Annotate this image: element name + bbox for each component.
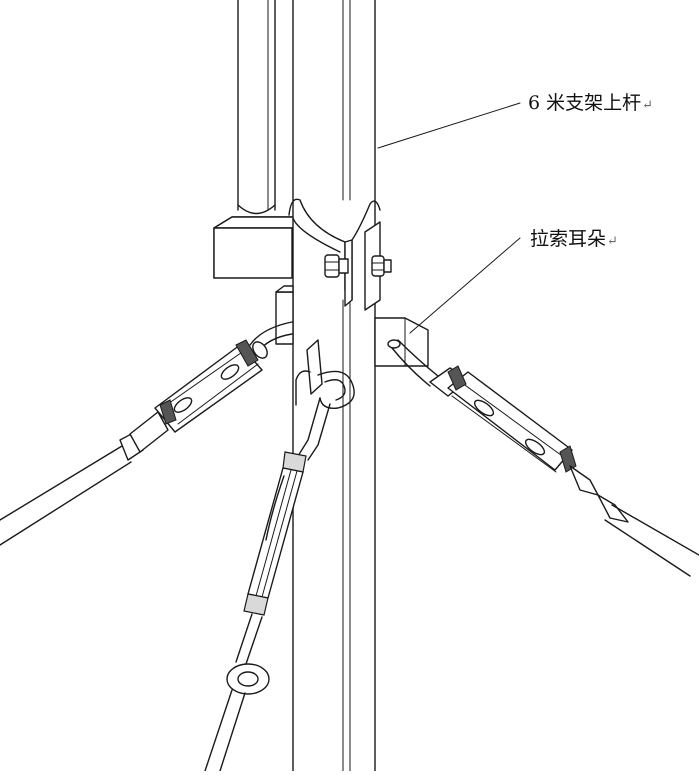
left-guy-assembly: [0, 321, 293, 546]
guy-ear-plate: [275, 285, 429, 367]
right-guy-assembly: [391, 339, 699, 577]
side-pipe: [237, 0, 276, 215]
return-mark-icon: ↵: [607, 234, 618, 249]
front-guy-assembly: [204, 451, 307, 772]
main-pole: [292, 0, 376, 772]
front-tab-and-hook: [295, 339, 355, 461]
label-upper-pole: 6 米支架上杆↵: [528, 92, 654, 114]
leader-line-upper-pole: [377, 102, 521, 149]
label-guy-ear: 拉索耳朵↵: [530, 228, 618, 250]
leader-line-guy-ear: [409, 237, 521, 334]
clamp-bolts: [324, 254, 392, 278]
return-mark-icon: ↵: [642, 98, 654, 113]
